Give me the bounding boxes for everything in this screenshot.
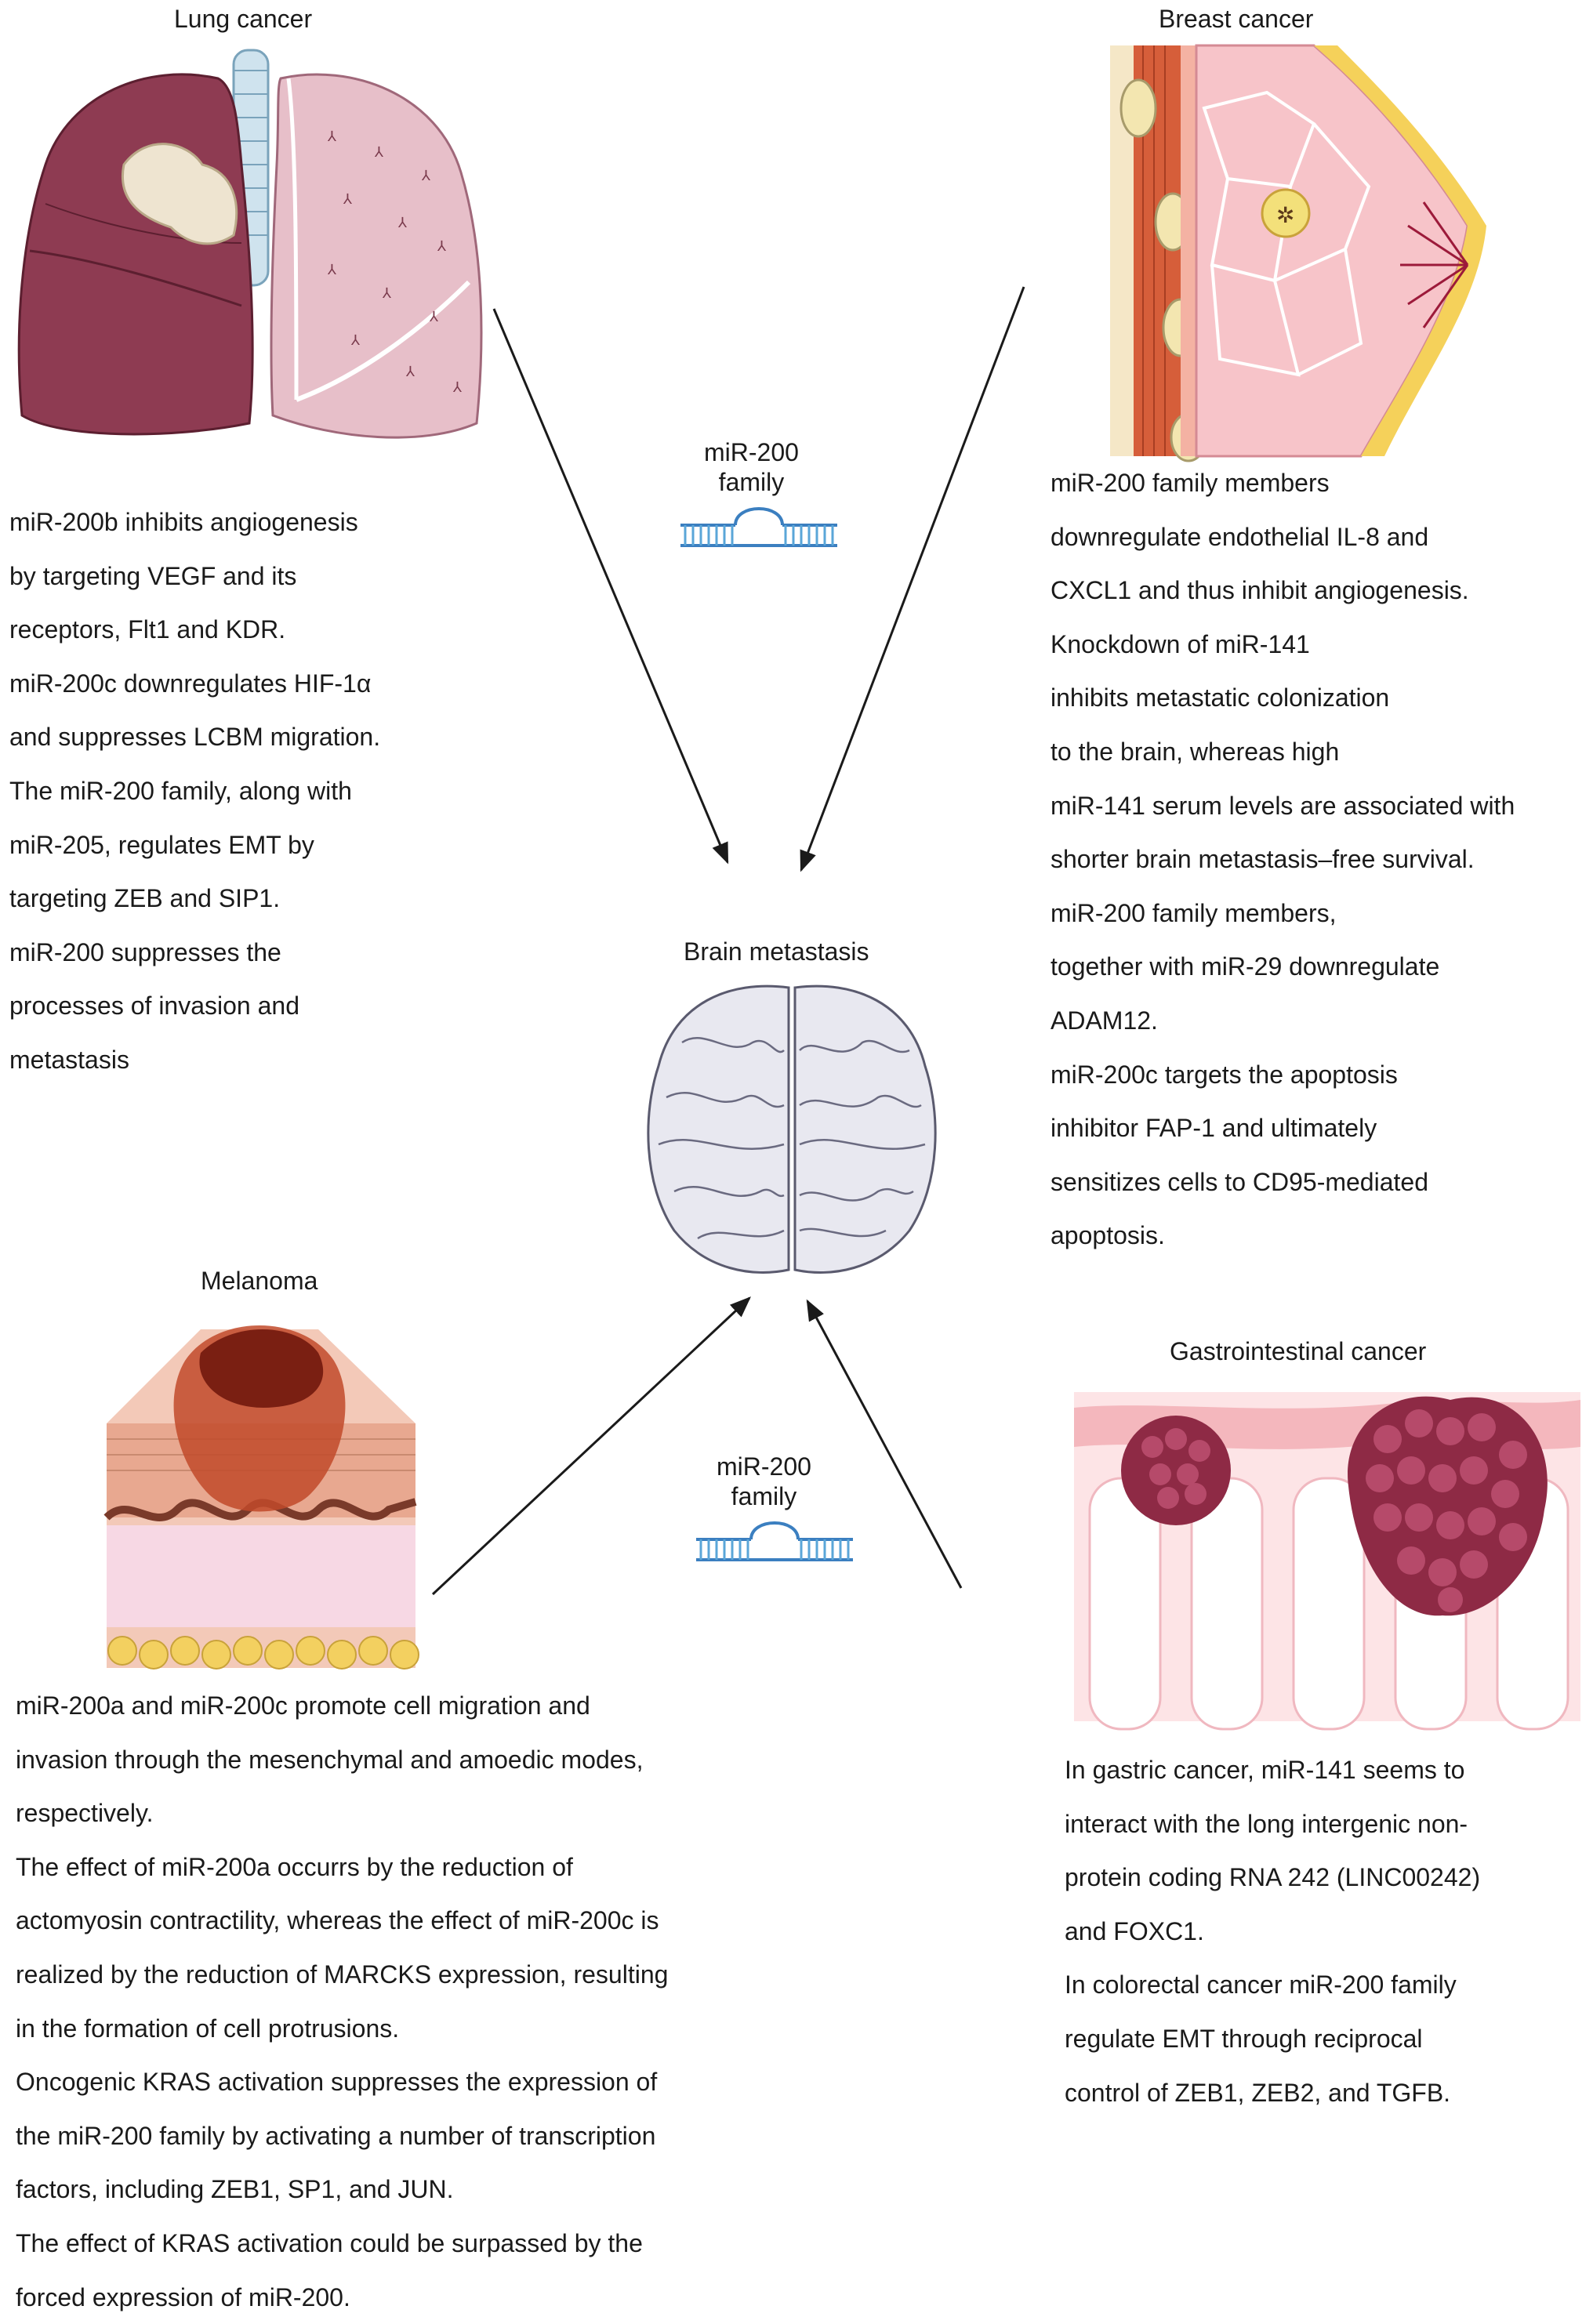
text-line: the miR-200 family by activating a numbe…: [16, 2121, 656, 2150]
text-line: Knockdown of miR-141: [1051, 629, 1310, 658]
mir200-label-line1: miR-200: [717, 1452, 811, 1481]
svg-text:⅄: ⅄: [383, 285, 392, 302]
text-line: Oncogenic KRAS activation suppresses the…: [16, 2068, 658, 2097]
text-line: control of ZEB1, ZEB2, and TGFB.: [1065, 2078, 1451, 2107]
gastrointestinal-cancer-description: In gastric cancer, miR-141 seems to inte…: [1065, 1743, 1480, 2119]
text-line: targeting ZEB and SIP1.: [9, 884, 281, 913]
text-line: miR-205, regulates EMT by: [9, 830, 314, 859]
skin-melanoma-icon: [103, 1325, 419, 1670]
text-line: to the brain, whereas high: [1051, 737, 1340, 766]
text-line: factors, including ZEB1, SP1, and JUN.: [16, 2175, 454, 2204]
text-line: The miR-200 family, along with: [9, 776, 352, 805]
arrow-lung-to-brain: [492, 308, 729, 865]
text-line: respectively.: [16, 1799, 154, 1828]
lung-cancer-description: miR-200b inhibits angiogenesis by target…: [9, 495, 380, 1087]
text-line: regulate EMT through reciprocal: [1065, 2024, 1423, 2053]
microrna-hairpin-icon: [680, 507, 837, 547]
svg-text:⅄: ⅄: [343, 191, 353, 208]
svg-text:✲: ✲: [1276, 202, 1294, 228]
text-line: protein coding RNA 242 (LINC00242): [1065, 1863, 1481, 1892]
text-line: CXCL1 and thus inhibit angiogenesis.: [1051, 576, 1469, 605]
text-line: inhibits metastatic colonization: [1051, 683, 1390, 712]
text-line: miR-200c targets the apoptosis: [1051, 1060, 1398, 1089]
text-line: downregulate endothelial IL-8 and: [1051, 522, 1429, 551]
text-line: apoptosis.: [1051, 1221, 1165, 1250]
text-line: miR-200a and miR-200c promote cell migra…: [16, 1691, 590, 1720]
text-line: miR-200b inhibits angiogenesis: [9, 508, 358, 536]
text-line: ADAM12.: [1051, 1006, 1158, 1035]
text-line: The effect of miR-200a occurrs by the re…: [16, 1852, 573, 1881]
svg-text:⅄: ⅄: [422, 168, 431, 184]
lungs-icon: ⅄ ⅄ ⅄ ⅄ ⅄ ⅄ ⅄ ⅄ ⅄ ⅄ ⅄ ⅄: [17, 49, 483, 439]
mir200-family-label-bottom: miR-200 family: [717, 1452, 811, 1511]
colon-tumor-icon: [1074, 1392, 1580, 1731]
svg-text:⅄: ⅄: [453, 379, 463, 396]
text-line: miR-200 family members: [1051, 469, 1330, 497]
text-line: miR-200 family members,: [1051, 898, 1337, 927]
gastrointestinal-cancer-title: Gastrointestinal cancer: [1170, 1337, 1427, 1365]
melanoma-description: miR-200a and miR-200c promote cell migra…: [16, 1679, 668, 2324]
breast-cancer-title: Breast cancer: [1159, 5, 1314, 33]
text-line: in the formation of cell protrusions.: [16, 2014, 400, 2043]
breast-tissue-icon: ✲: [1110, 44, 1486, 462]
mir200-label-line2: family: [718, 468, 785, 496]
text-line: The effect of KRAS activation could be s…: [16, 2228, 643, 2257]
mir200-label-line2: family: [731, 1482, 797, 1510]
mir200-label-line1: miR-200: [704, 438, 799, 466]
text-line: and FOXC1.: [1065, 1916, 1204, 1945]
text-line: inhibitor FAP-1 and ultimately: [1051, 1114, 1377, 1143]
svg-text:⅄: ⅄: [398, 215, 408, 231]
text-line: In colorectal cancer miR-200 family: [1065, 1971, 1457, 2000]
text-line: miR-200c downregulates HIF-1α: [9, 669, 372, 698]
svg-text:⅄: ⅄: [375, 144, 384, 161]
text-line: In gastric cancer, miR-141 seems to: [1065, 1756, 1465, 1784]
text-line: invasion through the mesenchymal and amo…: [16, 1745, 644, 1774]
mir200-family-label-top: miR-200 family: [704, 437, 799, 497]
text-line: metastasis: [9, 1045, 129, 1074]
text-line: miR-200 suppresses the: [9, 937, 281, 966]
svg-text:⅄: ⅄: [328, 129, 337, 145]
lung-cancer-title: Lung cancer: [174, 5, 313, 33]
text-line: miR-141 serum levels are associated with: [1051, 791, 1515, 820]
svg-text:⅄: ⅄: [430, 309, 439, 325]
text-line: together with miR-29 downregulate: [1051, 952, 1440, 981]
svg-text:⅄: ⅄: [328, 262, 337, 278]
brain-icon: [647, 984, 937, 1274]
brain-metastasis-title: Brain metastasis: [684, 937, 869, 966]
text-line: realized by the reduction of MARCKS expr…: [16, 1960, 669, 1989]
text-line: by targeting VEGF and its: [9, 561, 297, 590]
text-line: forced expression of miR-200.: [16, 2282, 350, 2311]
microrna-hairpin-icon: [696, 1521, 853, 1561]
text-line: receptors, Flt1 and KDR.: [9, 615, 286, 644]
arrow-melanoma-to-brain: [431, 1296, 751, 1596]
arrow-gi-to-brain: [806, 1299, 963, 1589]
text-line: shorter brain metastasis–free survival.: [1051, 845, 1475, 874]
text-line: interact with the long intergenic non-: [1065, 1809, 1468, 1838]
text-line: and suppresses LCBM migration.: [9, 723, 381, 752]
svg-text:⅄: ⅄: [406, 364, 415, 380]
text-line: actomyosin contractility, whereas the ef…: [16, 1906, 659, 1935]
breast-cancer-description: miR-200 family members downregulate endo…: [1051, 456, 1515, 1263]
svg-text:⅄: ⅄: [351, 332, 361, 349]
arrow-breast-to-brain: [800, 286, 1025, 872]
text-line: processes of invasion and: [9, 992, 299, 1021]
svg-text:⅄: ⅄: [437, 238, 447, 255]
melanoma-title: Melanoma: [201, 1267, 318, 1295]
text-line: sensitizes cells to CD95-mediated: [1051, 1167, 1428, 1196]
